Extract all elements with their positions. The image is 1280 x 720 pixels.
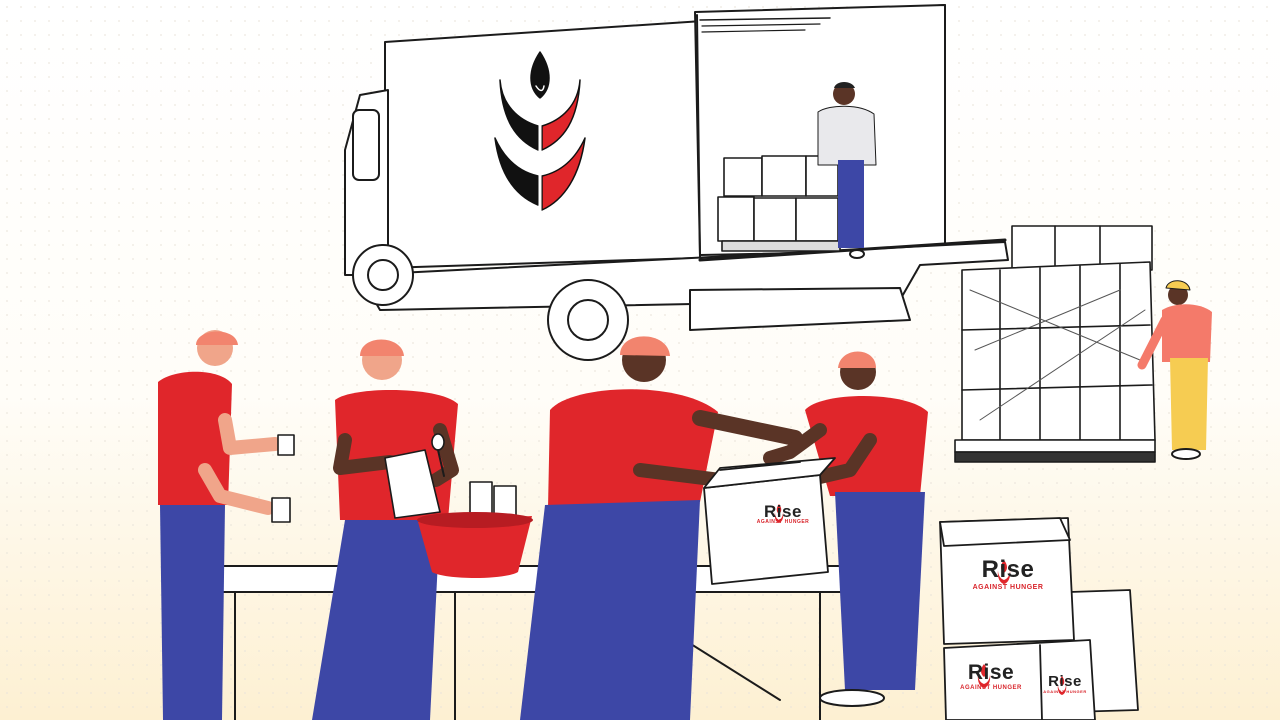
wrapped-pallet (954, 225, 1156, 463)
box-brand-tagline: AGAINST HUNGER (1043, 689, 1087, 694)
box-label-bottom-right: Rise AGAINST HUNGER (1040, 674, 1090, 694)
worker-in-truck (817, 82, 877, 259)
box-brand-name: Rise (764, 502, 802, 521)
box-label-large: Rise AGAINST HUNGER (960, 556, 1056, 592)
box-brand-tagline: AGAINST HUNGER (960, 685, 1022, 691)
boxes-in-truck (717, 155, 841, 252)
delivery-truck (344, 4, 1009, 361)
grain-logo (494, 51, 586, 212)
red-basin (417, 481, 533, 578)
box-brand-name: Rise (967, 661, 1015, 684)
box-brand-tagline: AGAINST HUNGER (756, 519, 810, 525)
box-brand-name: Rise (1048, 673, 1082, 690)
box-brand-name: Rise (981, 556, 1035, 583)
volunteer-3 (520, 336, 803, 720)
box-on-table (703, 457, 836, 585)
stacked-boxes (939, 517, 1139, 720)
box-brand-tagline: AGAINST HUNGER (972, 584, 1044, 591)
box-label-bottom-left: Rise AGAINST HUNGER (950, 662, 1032, 691)
box-label-table: Rise AGAINST HUNGER (748, 503, 818, 525)
volunteer-1 (158, 330, 295, 720)
worker-at-pallet (1137, 280, 1212, 460)
volunteer-2 (312, 339, 459, 720)
rise-logo-marks (774, 504, 1067, 695)
truck-cab-window (352, 109, 380, 181)
